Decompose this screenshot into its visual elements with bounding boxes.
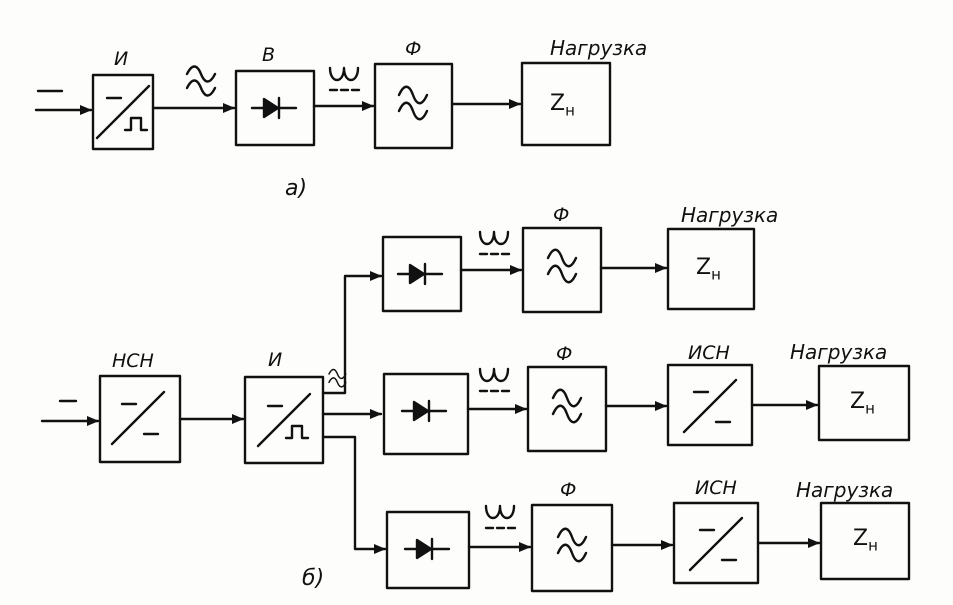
rectifier-label-a: В	[262, 44, 276, 66]
dcdc-icon	[110, 390, 166, 446]
converter-label-b3: ИСН	[695, 477, 737, 499]
filter-block-b2	[526, 365, 608, 453]
inverter-block-b	[243, 375, 325, 465]
rectifier-block-a	[234, 69, 316, 147]
load-label-b1: Нагрузка	[681, 203, 779, 227]
dcdc-icon	[688, 516, 744, 572]
load-block-b2	[817, 364, 911, 442]
inverter-icon	[95, 84, 151, 140]
bus-branch-3	[321, 435, 387, 554]
diode-icon	[250, 96, 298, 120]
load-impedance-a: Zн	[550, 91, 575, 120]
inverter-label-a: И	[114, 48, 129, 70]
rectifier-block-b2	[382, 372, 470, 456]
diode-icon	[396, 262, 444, 286]
filter-label-b3: Ф	[560, 479, 577, 501]
load-label-b2: Нагрузка	[790, 340, 888, 364]
filter-block-a	[373, 62, 454, 150]
pulsating-wave-icon	[328, 66, 361, 92]
load-impedance-b1: Zн	[696, 255, 721, 284]
inverter-icon	[256, 392, 312, 448]
stabilizer-block	[98, 374, 182, 464]
pulsating-wave-icon	[478, 230, 511, 256]
inverter-block-a	[91, 73, 155, 151]
load-impedance-b2: Zн	[850, 389, 875, 418]
filter-label-b2: Ф	[556, 343, 573, 365]
filter-icon	[556, 527, 588, 563]
dcdc-icon	[682, 378, 738, 434]
pulsating-wave-icon	[478, 367, 511, 393]
ac-wave-icon	[185, 65, 217, 97]
diagram-a	[34, 61, 612, 151]
converter-label-b2: ИСН	[688, 342, 730, 364]
filter-block-b1	[521, 226, 603, 314]
caption-b: б)	[302, 566, 325, 591]
diode-icon	[400, 399, 448, 423]
inverter-label-b: И	[268, 349, 283, 371]
load-label-b3: Нагрузка	[796, 478, 894, 502]
load-label-a: Нагрузка	[550, 36, 648, 60]
load-block-a	[520, 61, 612, 147]
filter-label-b1: Ф	[553, 204, 570, 226]
caption-a: а)	[285, 176, 308, 201]
filter-icon	[551, 388, 583, 424]
rectifier-block-b1	[381, 235, 463, 313]
filter-label-a: Ф	[405, 38, 422, 60]
load-impedance-b3: Zн	[853, 526, 878, 555]
ac-wave-icon	[328, 368, 347, 388]
pulsating-wave-icon	[484, 504, 517, 530]
filter-icon	[546, 248, 578, 284]
diode-icon	[403, 537, 451, 561]
bus-branch-1	[321, 271, 383, 395]
rectifier-block-b3	[385, 510, 471, 590]
diagram-b	[40, 226, 911, 593]
filter-block-b3	[530, 503, 614, 593]
load-block-b3	[819, 501, 911, 581]
load-block-b1	[666, 227, 756, 311]
stabilizer-label: НСН	[112, 350, 154, 372]
filter-icon	[397, 85, 429, 121]
